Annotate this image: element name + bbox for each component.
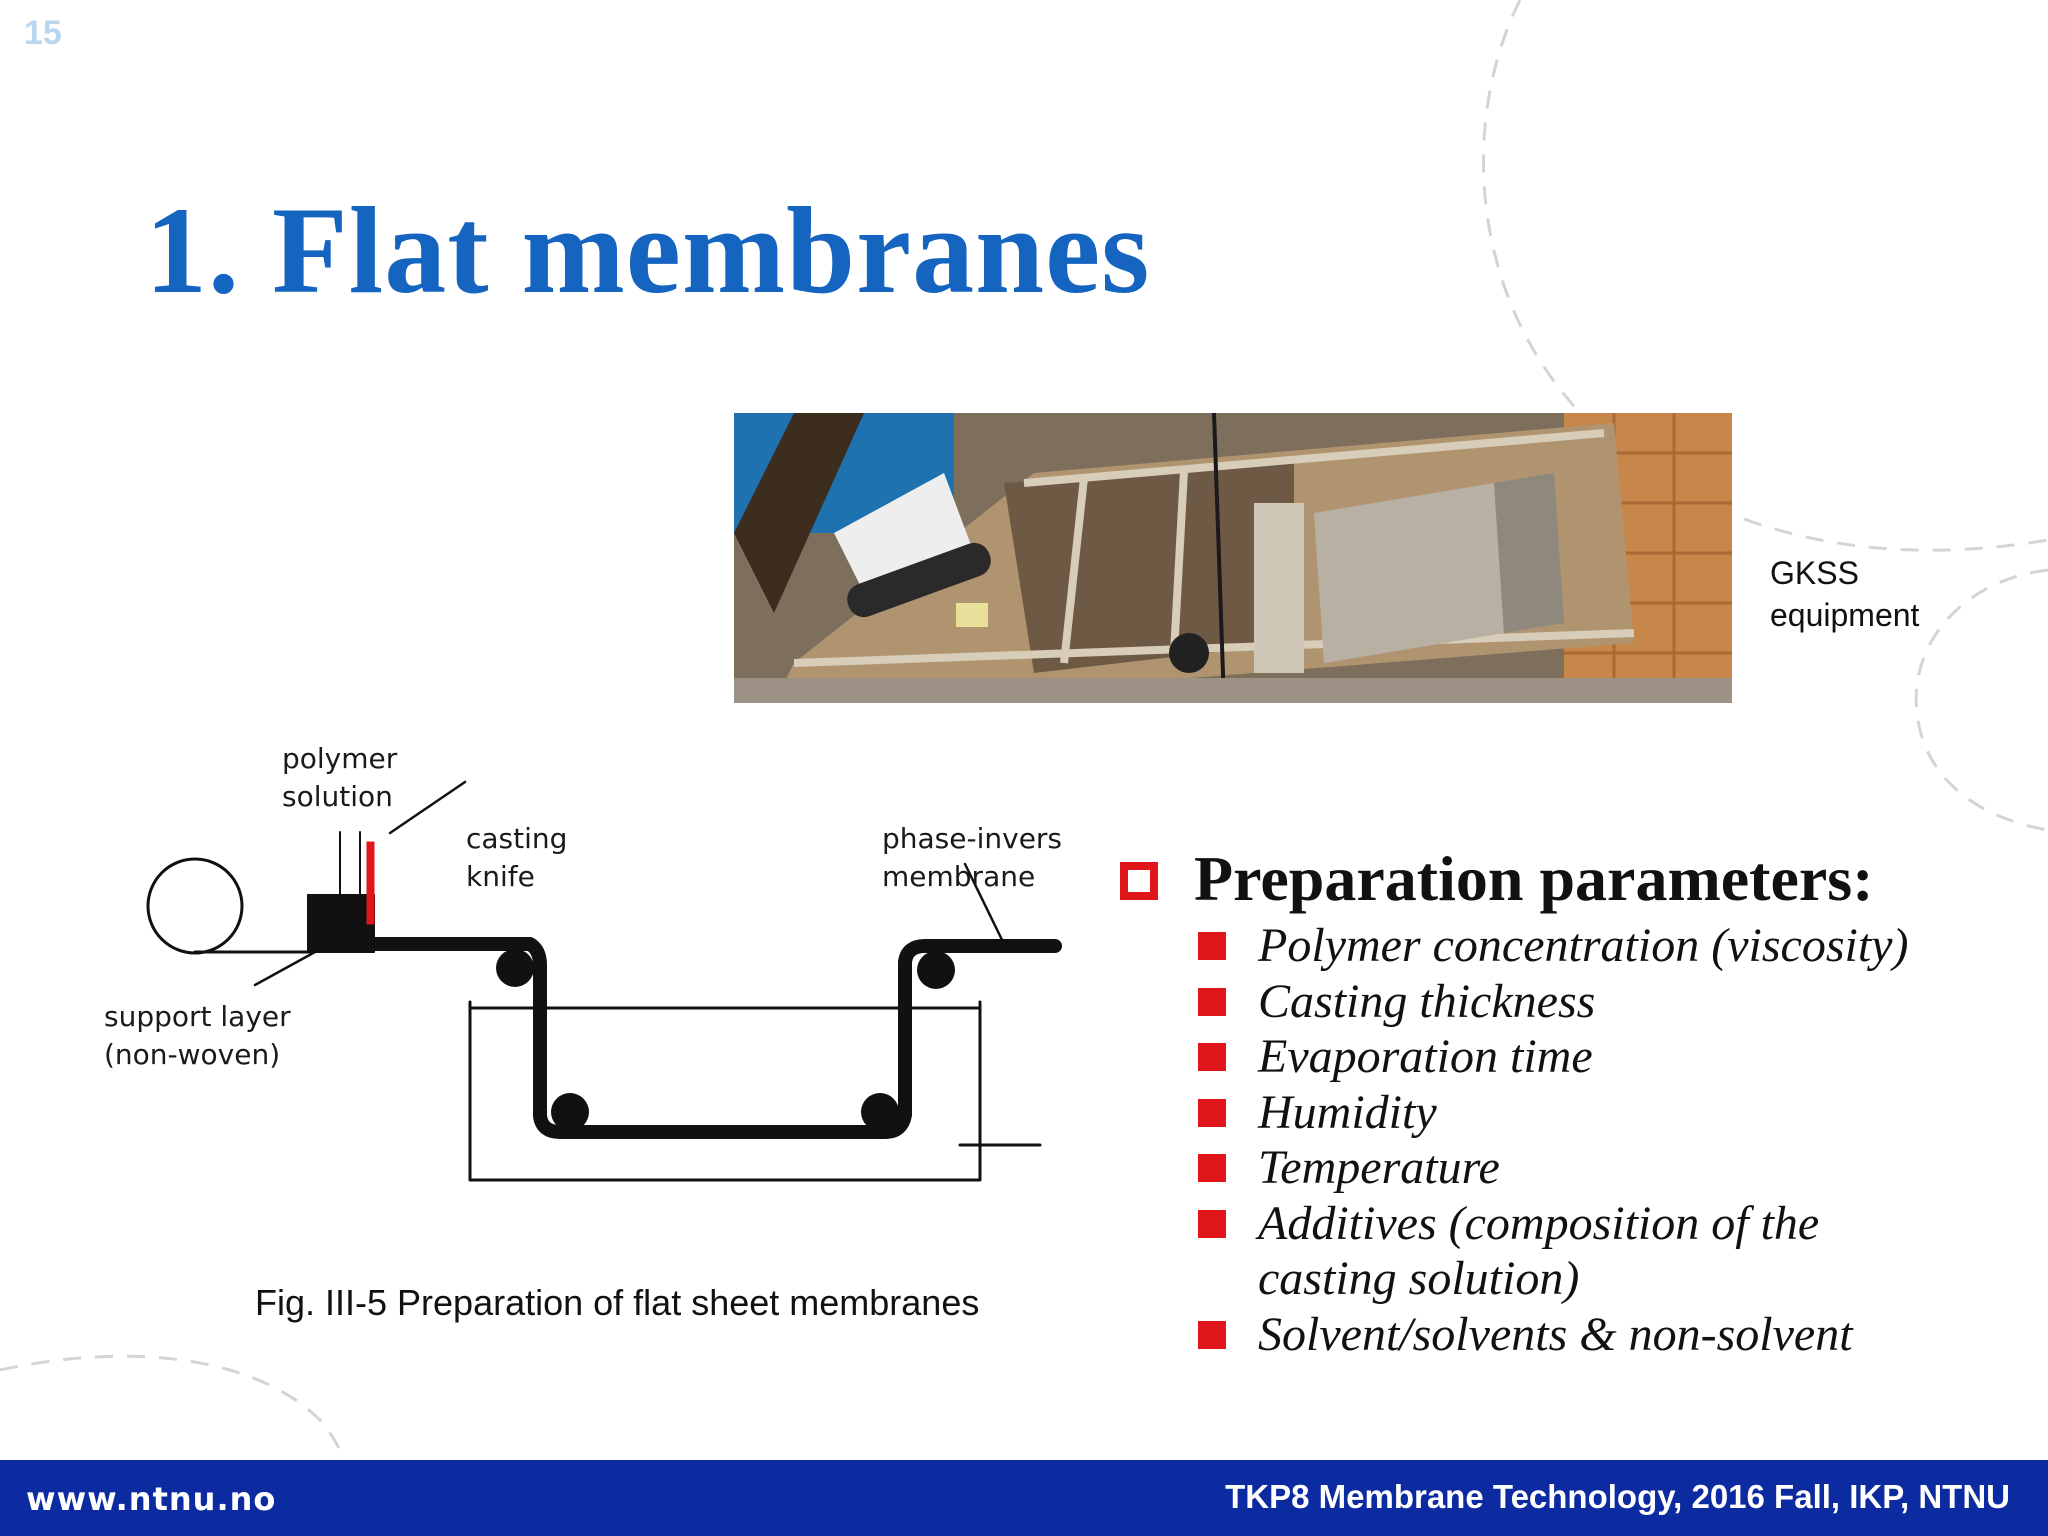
list-item: Solvent/solvents & non-solvent [1198, 1307, 1908, 1363]
footer-bar: www.ntnu.no TKP8 Membrane Technology, 20… [0, 1460, 2048, 1536]
parameters-header-text: Preparation parameters: [1194, 843, 1874, 914]
list-item-text: Casting thickness [1258, 974, 1596, 1028]
figure-caption: Fig. III-5 Preparation of flat sheet mem… [255, 1282, 980, 1323]
square-bullet-icon [1198, 1209, 1226, 1238]
parameters-list: Polymer concentration (viscosity) Castin… [1198, 918, 1908, 1362]
footer-course-title: TKP8 Membrane Technology, 2016 Fall, IKP… [1225, 1478, 2010, 1515]
list-item: Humidity [1198, 1085, 1908, 1141]
square-bullet-icon [1198, 1098, 1226, 1127]
casting-diagram: polymer solution casting knife phase-inv… [90, 740, 1070, 1205]
square-bullet-icon [1198, 1320, 1226, 1349]
list-item-text: Solvent/solvents & non-solvent [1258, 1307, 1853, 1361]
label-polymer-solution-line1: polymer [282, 742, 398, 775]
square-bullet-icon [1198, 1154, 1226, 1182]
slide-title: 1. Flat membranes [145, 182, 1151, 319]
list-item: Casting thickness [1198, 974, 1908, 1030]
label-support-layer-line2: (non-woven) [104, 1038, 281, 1071]
page-number: 15 [24, 14, 62, 52]
list-item-text: Humidity [1258, 1085, 1437, 1139]
list-item-text: Temperature [1258, 1141, 1500, 1194]
parameters-header: Preparation parameters: [1120, 842, 1908, 916]
equipment-photo [734, 413, 1732, 703]
list-item: Evaporation time [1198, 1029, 1908, 1085]
label-casting-knife: casting knife [466, 820, 567, 896]
hollow-square-bullet-icon [1120, 862, 1158, 900]
preparation-parameters: Preparation parameters: Polymer concentr… [1120, 842, 1908, 1362]
photo-caption-line1: GKSS [1770, 555, 1859, 591]
list-item-text: Polymer concentration (viscosity) [1258, 919, 1909, 972]
list-item-text: Additives (composition of the casting so… [1258, 1196, 1820, 1306]
square-bullet-icon [1198, 987, 1226, 1016]
label-support-layer: support layer (non-woven) [104, 998, 291, 1074]
square-bullet-icon [1198, 1043, 1226, 1071]
list-item: Temperature [1198, 1140, 1908, 1196]
square-bullet-icon [1198, 932, 1226, 960]
list-item: Additives (composition of the casting so… [1198, 1196, 1898, 1307]
label-casting-knife-line1: casting [466, 822, 568, 855]
label-phase-invers-line2: membrane [882, 860, 1036, 893]
photo-caption: GKSS equipment [1770, 552, 1919, 636]
label-phase-invers-line1: phase-invers [882, 822, 1063, 855]
footer-url-link[interactable]: www.ntnu.no [26, 1480, 277, 1518]
list-item: Polymer concentration (viscosity) [1198, 918, 1908, 974]
photo-caption-line2: equipment [1770, 597, 1920, 633]
label-polymer-solution: polymer solution [282, 740, 397, 816]
list-item-text: Evaporation time [1258, 1030, 1593, 1083]
label-support-layer-line1: support layer [104, 1000, 291, 1033]
casting-diagram-drawing [146, 780, 1062, 1182]
label-polymer-solution-line2: solution [282, 780, 393, 813]
label-casting-knife-line2: knife [466, 860, 535, 893]
label-phase-invers-membrane: phase-invers membrane [882, 820, 1062, 896]
